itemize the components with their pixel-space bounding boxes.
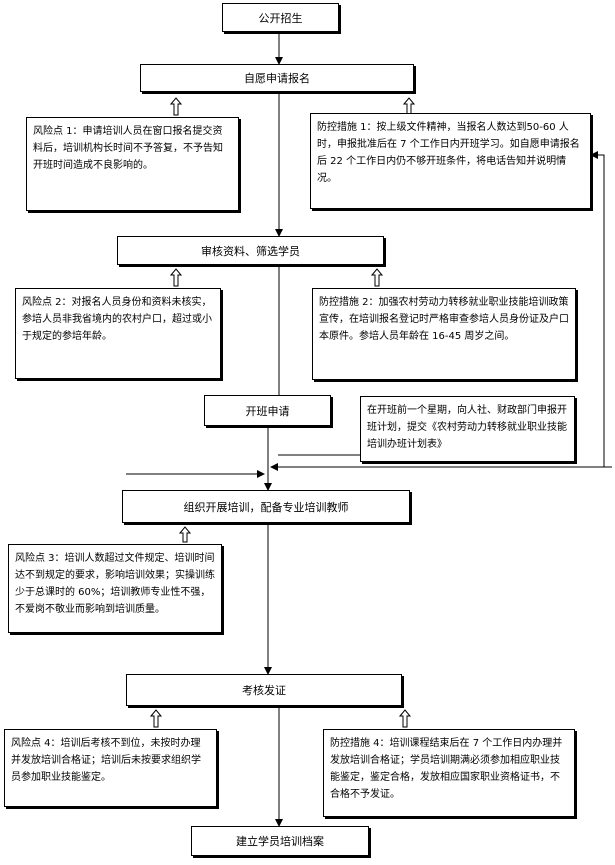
control-measure-1: 防控措施 1：按上级文件精神，当报名人数达到50-60 人时，申报批准后在 7 … (310, 113, 591, 209)
control-measure-2: 防控措施 2：加强农村劳动力转移就业职业技能培训政策宣传，在培训报名登记时严格审… (312, 288, 576, 380)
node-build-archive: 建立学员培训档案 (191, 826, 369, 856)
node-class-application: 开班申请 (204, 395, 331, 426)
risk-point-2: 风险点 2：对报名人员身份和资料未核实，参培人员非我省境内的农村户口，超过或小于… (15, 288, 221, 379)
hollow-up-arrow-7 (398, 709, 412, 728)
risk-point-4: 风险点 4：培训后考核不到位，未按时办理并发放培训合格证；培训后未按要求组织学员… (4, 729, 217, 807)
hollow-up-arrow-6 (149, 709, 163, 728)
hollow-up-arrow-5 (178, 526, 192, 543)
side-note-class-plan: 在开班前一个星期，向人社、财政部门申报开班计划，提交《农村劳动力转移就业职业技能… (360, 396, 575, 462)
hollow-up-arrow-2 (402, 97, 416, 116)
hollow-up-arrow-1 (169, 97, 183, 116)
feedback-loop-line (590, 151, 612, 468)
risk-point-3: 风险点 3：培训人数超过文件规定、培训时间达不到规定的要求，影响培训效果；实操训… (8, 544, 222, 633)
node-review-materials: 审核资料、筛选学员 (117, 236, 384, 265)
node-organize-training: 组织开展培训，配备专业培训教师 (122, 490, 410, 523)
node-voluntary-registration: 自愿申请报名 (140, 64, 414, 92)
risk-point-1: 风险点 1：申请培训人员在窗口报名提交资料后，培训机构长时间不予答复，不予告知开… (26, 117, 239, 211)
control-measure-4: 防控措施 4：培训课程结束后在 7 个工作日内办理并发放培训合格证；学员培训期满… (323, 729, 575, 817)
hollow-up-arrow-3 (169, 268, 183, 287)
node-assessment-certification: 考核发证 (126, 674, 402, 706)
hollow-up-arrow-4 (370, 268, 384, 287)
node-public-enrollment: 公开招生 (222, 3, 339, 32)
